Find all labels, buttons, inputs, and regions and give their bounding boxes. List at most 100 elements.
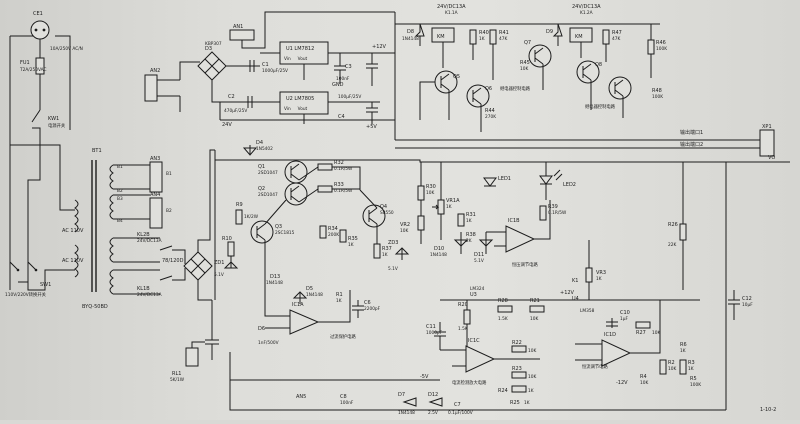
- kl2b-spec: 24V/DC13A: [137, 238, 162, 244]
- power-stage-section: VO D4 1N5402 Q1 2SD1047 Q2 2SD1047 R32 0…: [214, 140, 790, 346]
- transistor-q7-icon: [528, 44, 552, 68]
- u2-label: U2 LM7805: [286, 96, 314, 102]
- r30-resistor-icon: [417, 185, 425, 201]
- svg-text:B1: B1: [117, 164, 123, 170]
- svg-text:Vin Vout: Vin Vout: [284, 106, 308, 112]
- d11-spec: 5.1V: [474, 258, 484, 264]
- c7-label: C7: [454, 402, 461, 408]
- cc-label: 恒流调节电路: [582, 363, 608, 370]
- r3-resistor-icon: [679, 359, 687, 375]
- c4-spec: 100μF/25V: [338, 94, 361, 100]
- r28-value: 1.5K: [498, 316, 508, 322]
- r26-resistor-icon: [679, 223, 687, 241]
- kl1b-spec: 24V/DC13A: [137, 292, 162, 298]
- c6-label: C6: [364, 300, 371, 306]
- r24-value: 1K: [528, 388, 534, 394]
- prot-label: 过流保护电路: [330, 333, 356, 340]
- km2-label: KM: [575, 34, 583, 40]
- d6-label: D6: [258, 326, 265, 332]
- kl1b-label: KL1B: [137, 286, 150, 292]
- gnd-label: GND: [332, 82, 344, 88]
- d4-spec: 1N5402: [256, 146, 273, 152]
- r35-value: 1K: [348, 242, 354, 248]
- regulation-section: R30 10K VR1A 1K VR2 10K R31 1K R38 2K ZD…: [388, 162, 753, 410]
- an2-label: AN2: [150, 68, 160, 74]
- c7-spec: 0.1μF/100V: [448, 410, 473, 416]
- svg-text:B2: B2: [166, 208, 172, 214]
- r35-resistor-icon: [339, 229, 347, 243]
- r33-label: R33: [334, 182, 344, 188]
- an2-connector-icon: [144, 74, 158, 102]
- c10-spec: 1μF: [620, 316, 628, 322]
- r1-value: 1K: [336, 298, 342, 304]
- r46-label: R46: [656, 40, 666, 46]
- r38-value: 2K: [466, 238, 472, 244]
- vr1-pot-icon: [437, 199, 445, 215]
- c12-label: C12: [742, 296, 752, 302]
- r1-label: R1: [336, 292, 343, 298]
- d8-spec: 1N4148: [402, 36, 419, 42]
- corner-mark: 1-10-2: [760, 407, 776, 413]
- r9-resistor-icon: [235, 209, 243, 225]
- c8-label: C8: [340, 394, 347, 400]
- r2-resistor-icon: [659, 359, 667, 375]
- rl1-resistor-icon: [185, 347, 199, 367]
- r27-resistor-icon: [635, 321, 651, 329]
- u1-label: U1 LM7812: [286, 46, 314, 52]
- zd1-label: ZD1: [214, 260, 224, 266]
- r4-value: 10K: [640, 380, 648, 386]
- v24-label: 24V: [222, 122, 232, 128]
- d5-label: D5: [306, 286, 313, 292]
- r34-value: 200K: [328, 232, 339, 238]
- c11-label: C11: [426, 324, 436, 330]
- svg-text:B3: B3: [117, 196, 123, 202]
- u3-label: U3: [470, 292, 477, 298]
- fu1-label: FU1: [20, 60, 30, 66]
- relay-driver-section: 24V/DC13A K1.1A KM D8 1N4148 R40 1K R41 …: [394, 4, 775, 157]
- vr1-label: VR1A: [446, 198, 460, 204]
- r32-label: R32: [334, 160, 344, 166]
- r48-label: R48: [652, 88, 662, 94]
- opamp-ic1c-icon: [465, 345, 496, 373]
- q8-label: Q8: [595, 62, 602, 68]
- vr3-pot-icon: [585, 267, 593, 283]
- u3-spec: LM324: [470, 286, 485, 292]
- r45-label: R45: [520, 60, 530, 66]
- d9-label: D9: [546, 29, 553, 35]
- fb-label: 电流检测放大电路: [452, 379, 487, 386]
- c2-spec: 470μF/25V: [224, 108, 247, 114]
- r27-value: 10K: [652, 330, 660, 336]
- r22-resistor-icon: [511, 345, 527, 353]
- xp1-label: XP1: [762, 124, 772, 130]
- km1-label: KM: [437, 34, 445, 40]
- r31-value: 1K: [466, 218, 472, 224]
- an4-connector-icon: [149, 197, 163, 229]
- c6-spec: 2200pF: [364, 306, 381, 312]
- bt1-label: BT1: [92, 148, 102, 154]
- r34-label: R34: [328, 226, 338, 232]
- vo-label: VO: [768, 155, 775, 161]
- r37-resistor-icon: [373, 243, 381, 259]
- r33-value: 0.1R/5W: [334, 188, 353, 194]
- ac110-a-label: AC 110V: [62, 228, 84, 234]
- r26-label: R26: [668, 222, 678, 228]
- v5-label: +5V: [366, 124, 377, 130]
- r6-value: 1K: [680, 348, 686, 354]
- cv-label: 恒压调节电路: [512, 261, 538, 268]
- transformer-bt1: BT1 AC 110V AC 110V BYQ-50BD B1 B2 B3 B4: [62, 148, 160, 310]
- vr3-value: 1K: [596, 276, 602, 282]
- ce1-spec: 10A/250V AC/N: [50, 46, 83, 52]
- r37-value: 1K: [382, 252, 388, 258]
- mains-inlet-section: CE1 10A/250V AC/N FU1 T2A/250VAC KW1 电源开…: [5, 11, 83, 298]
- k1-label: K1: [572, 278, 578, 284]
- r23-resistor-icon: [511, 371, 527, 379]
- r2-label: R2: [668, 360, 675, 366]
- r3-value: 1K: [688, 366, 694, 372]
- ac110-b-label: AC 110V: [62, 258, 84, 264]
- d10-label: D10: [434, 246, 444, 252]
- d3-spec: KBP307: [205, 41, 222, 47]
- svg-text:Vin Vout: Vin Vout: [284, 56, 308, 62]
- opamp-ic1b-icon: [505, 225, 536, 253]
- rl1-label: RL1: [172, 371, 181, 377]
